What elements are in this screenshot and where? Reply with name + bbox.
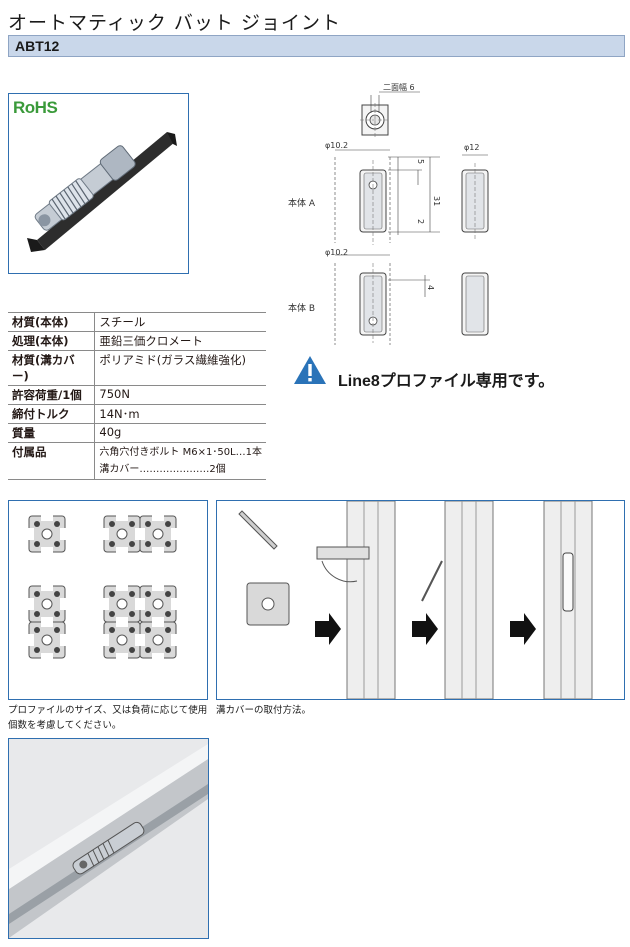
spec-key: 許容荷重/1個 [8,385,96,405]
cover-caption: 溝カバーの取付方法。 [216,705,312,716]
spec-key: 材質(溝カバー) [8,350,96,386]
product-photo-box: RoHS [8,93,189,274]
spec-key: 付属品 [8,442,96,480]
product-image [27,132,177,252]
body-a-label: 本体 A [288,197,316,209]
spec-key: 締付トルク [8,404,96,424]
rohs-logo: RoHS [13,98,58,117]
table-row: 材質(溝カバー)ポリアミド(ガラス繊維強化) [8,350,266,386]
cover-installation-image [238,501,593,699]
notice-text: Line8プロファイル専用です。 [338,373,555,390]
accessory-line-cover: 溝カバー…………………2個 [99,464,226,475]
installed-photo-box [8,738,209,939]
profile-combinations-box [8,500,208,700]
table-row: 処理(本体)亜鉛三価クロメート [8,331,266,351]
dim-5-label: 5 [416,159,425,164]
dia-10-2-top-label: φ10.2 [325,141,348,150]
body-b-label: 本体 B [288,302,315,314]
profiles-caption: プロファイルのサイズ、又は負荷に応じて使用個数を考慮してください。 [8,705,208,731]
spec-value: 750N [94,385,266,405]
top-view [360,91,420,137]
spec-key: 処理(本体) [8,331,96,351]
dim-4-label: 4 [426,285,435,290]
spec-key: 材質(本体) [8,312,96,332]
body-b-view [334,254,489,345]
table-row: 付属品 六角穴付きボルト M6×1･50L…1本 溝カバー…………………2個 [8,442,266,480]
cover-installation-box [216,500,625,700]
accessory-value: 六角穴付きボルト M6×1･50L…1本 溝カバー…………………2個 [94,442,266,480]
profile-sections-image [27,514,178,660]
spec-value: スチール [94,312,266,332]
spec-value: ポリアミド(ガラス繊維強化) [94,350,266,386]
dim-2-label: 2 [416,219,425,224]
warning-icon [294,356,326,384]
spec-key: 質量 [8,423,96,443]
spec-value: 14N･m [94,404,266,424]
spec-table: 材質(本体)スチール 処理(本体)亜鉛三価クロメート 材質(溝カバー)ポリアミド… [8,312,266,480]
model-number-bar: ABT12 [8,35,625,57]
body-a-side-view [461,154,489,240]
technical-drawing: 二面幅 6 φ10.2 5 31 2 本体 A φ12 [288,82,489,345]
table-row: 材質(本体)スチール [8,312,266,332]
page-title: オートマティック バット ジョイント [8,12,341,34]
dia-10-2-bottom-label: φ10.2 [325,248,348,257]
spec-value: 40g [94,423,266,443]
width-across-flats-label: 二面幅 6 [383,82,415,92]
dim-31-label: 31 [432,196,441,206]
installed-photo-image [9,739,208,938]
spec-value: 亜鉛三価クロメート [94,331,266,351]
accessory-line-bolt: 六角穴付きボルト M6×1･50L…1本 [99,447,262,458]
body-a-view [334,149,440,245]
dia-12-label: φ12 [464,143,479,152]
